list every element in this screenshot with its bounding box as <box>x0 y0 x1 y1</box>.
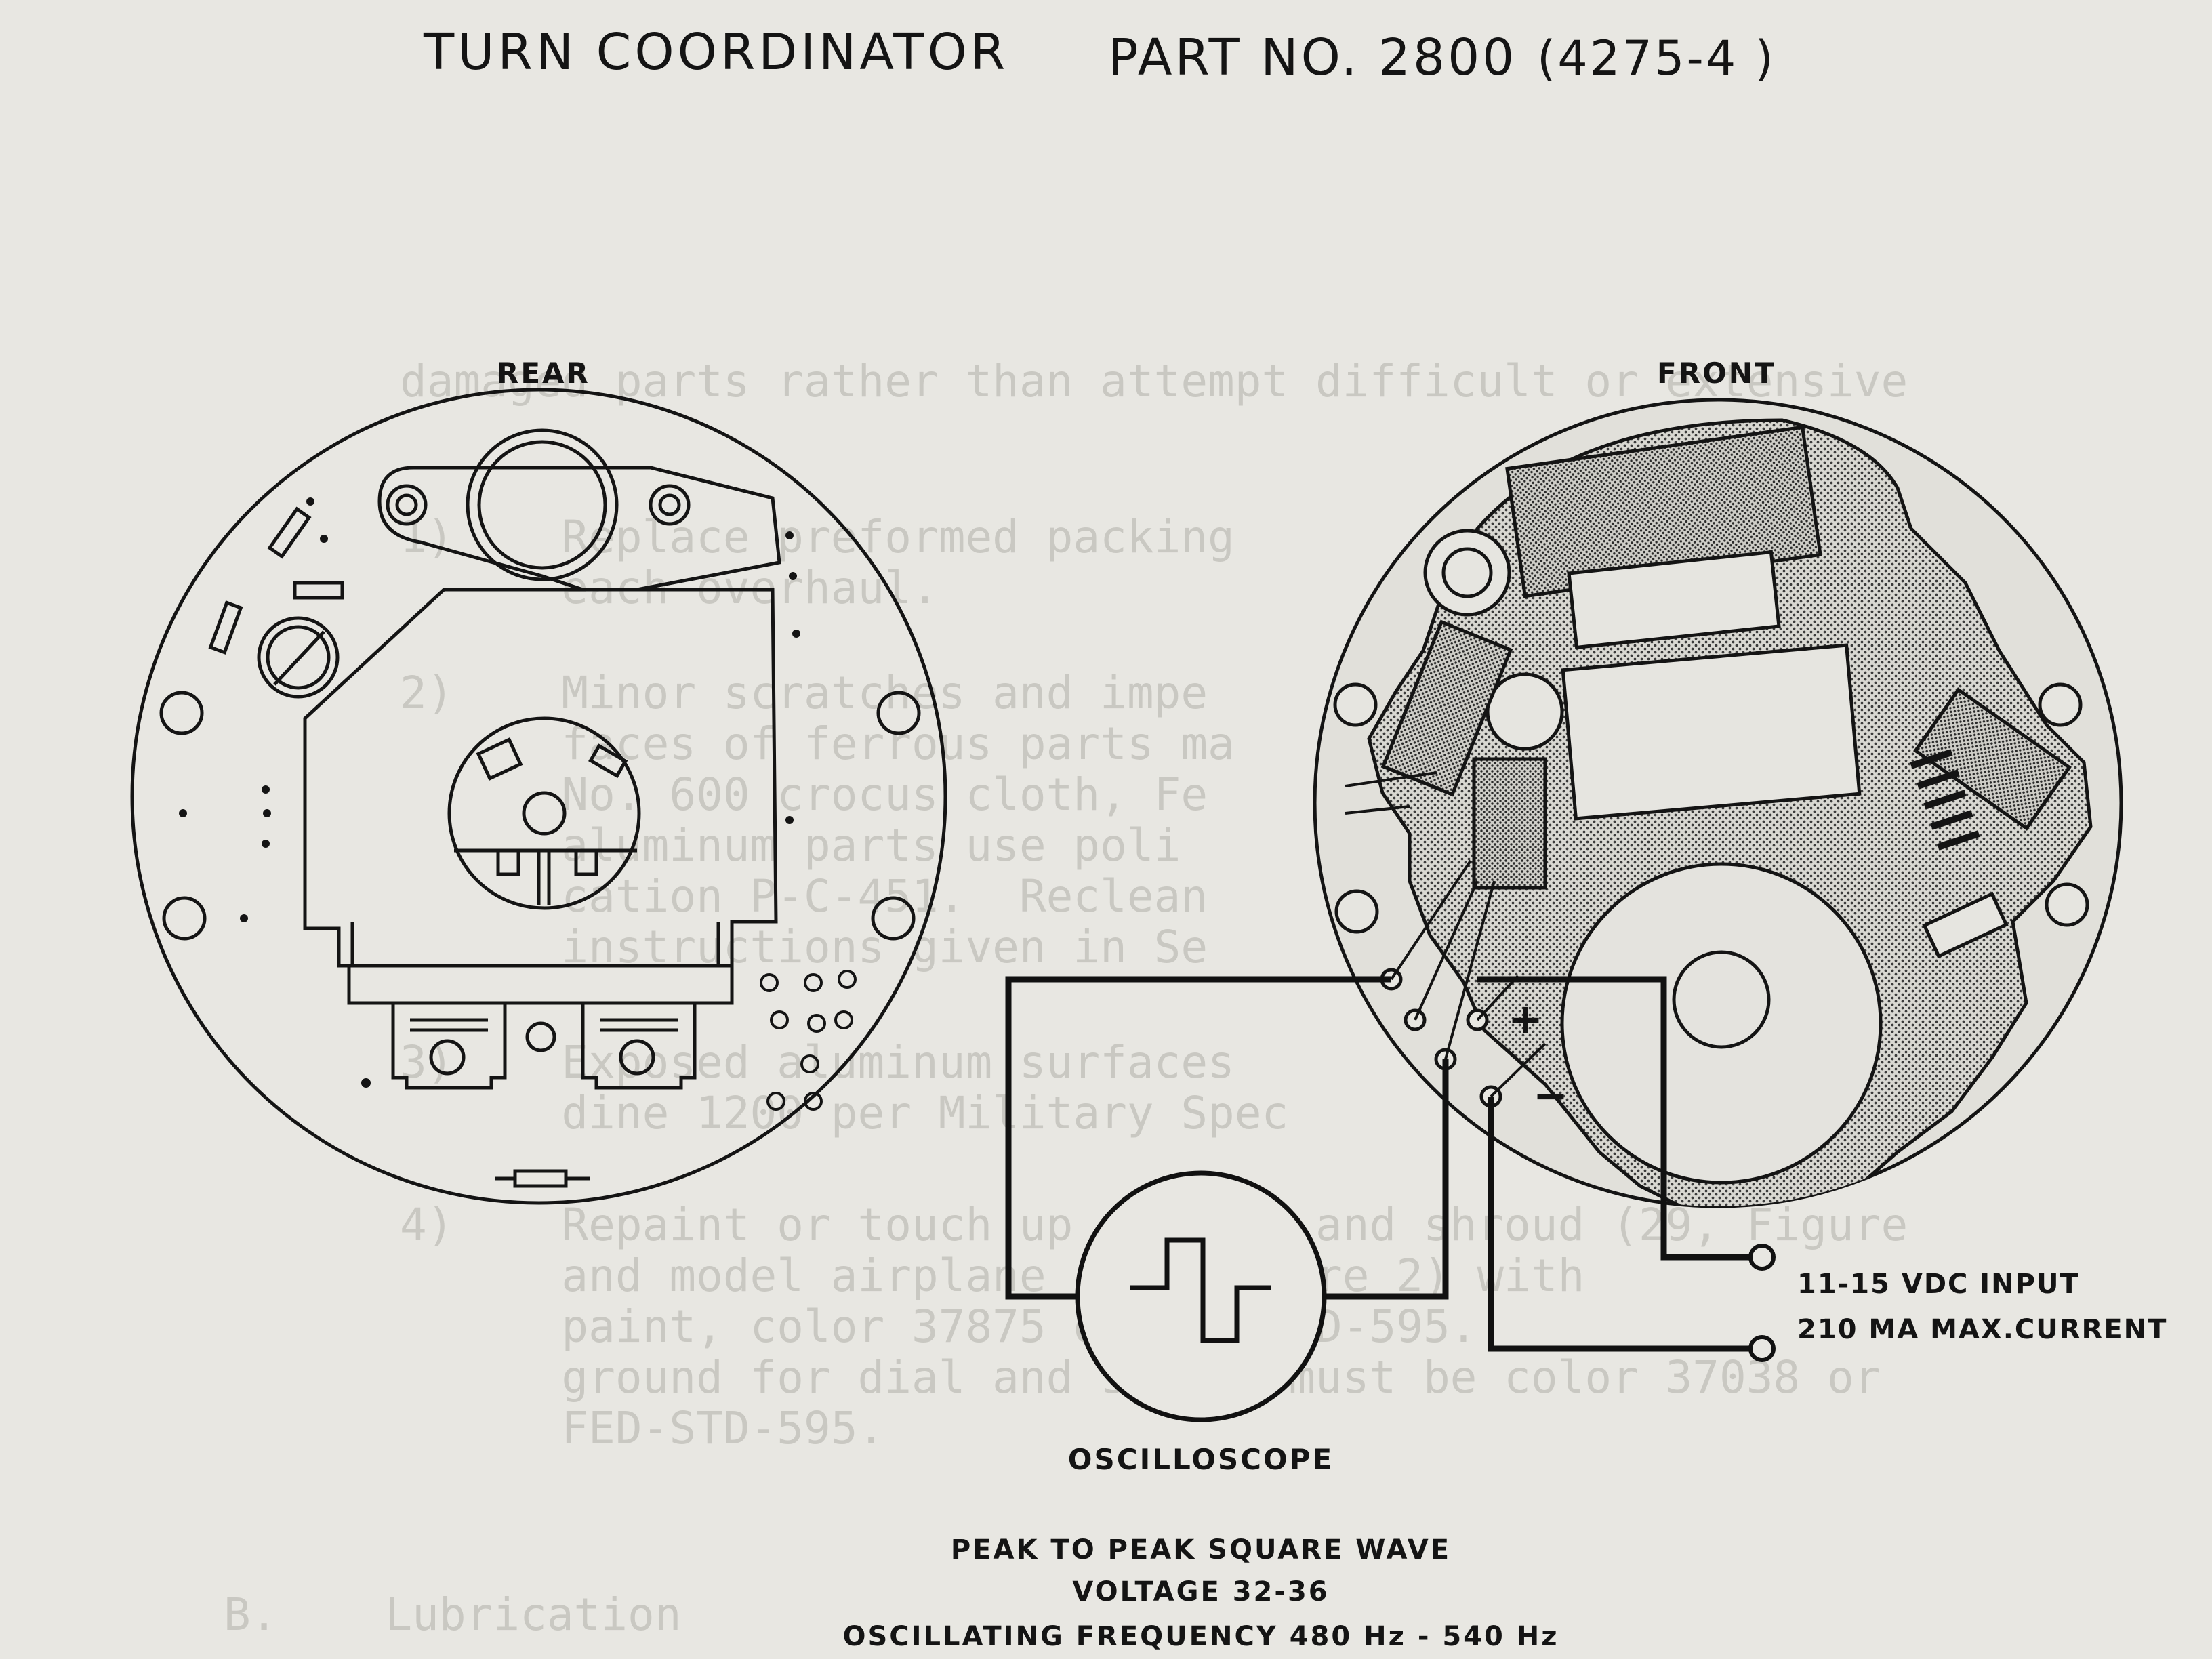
scope-wire-right <box>1325 1059 1449 1300</box>
spec-frequency: OSCILLATING FREQUENCY 480 Hz - 540 Hz <box>842 1621 1559 1652</box>
gimbal-slots <box>454 848 637 905</box>
square-wave-icon <box>1130 1237 1271 1343</box>
connector-pin <box>619 1039 655 1076</box>
gear-hub <box>1441 547 1493 598</box>
spec-voltage: VOLTAGE 32-36 <box>1072 1576 1329 1607</box>
front-small-part <box>1922 891 2009 959</box>
adjust-screw-slot <box>273 630 325 686</box>
front-view-label: FRONT <box>1657 356 1776 390</box>
gimbal-component <box>588 743 628 779</box>
rear-view-label: REAR <box>497 356 590 390</box>
mount-hole <box>876 691 921 735</box>
small-dots <box>179 497 800 1088</box>
center-pin <box>525 1021 556 1052</box>
spec-square-wave: PEAK TO PEAK SQUARE WAVE <box>951 1534 1451 1565</box>
front-capacitor <box>1472 757 1547 890</box>
gyro-housing-inner <box>477 440 607 570</box>
front-spring-housing <box>1913 687 2072 831</box>
polarity-plus: + <box>1508 994 1543 1044</box>
bleed-line: B. Lubrication <box>224 1589 682 1641</box>
connector-block-left <box>391 1003 507 1090</box>
bleed-line: faces of ferrous parts ma <box>400 718 1235 770</box>
plate-screw <box>649 484 691 526</box>
diagram-title: TURN COORDINATOR <box>423 23 1008 81</box>
gyro-housing-circle <box>466 428 619 581</box>
pcb-holes <box>760 970 857 1111</box>
front-lead <box>1345 771 1437 815</box>
terminal-leads <box>1390 859 1547 1098</box>
vdc-terminal-positive <box>1748 1244 1776 1271</box>
vdc-terminal-negative <box>1748 1335 1776 1362</box>
part-number: PART NO. 2800 <box>1108 28 1517 87</box>
front-mount-holes <box>1333 682 2089 934</box>
mount-hole <box>162 896 207 941</box>
adjust-screw <box>257 616 340 699</box>
connector-block-right <box>581 1003 697 1090</box>
vdc-wire-negative <box>1488 1097 1761 1352</box>
resistor <box>208 600 243 655</box>
front-boss <box>1486 672 1564 751</box>
gyro-rotor-hub <box>1672 950 1771 1049</box>
connector-lines <box>410 1018 488 1032</box>
adjust-screw-inner <box>266 625 331 690</box>
max-current-label: 210 MA MAX.CURRENT <box>1797 1314 2167 1345</box>
vdc-input-label: 11-15 VDC INPUT <box>1797 1269 2080 1300</box>
front-component-label <box>1567 550 1781 650</box>
gear-icon <box>1423 529 1511 617</box>
vdc-wire-positive <box>1477 976 1761 1261</box>
front-mechanism <box>1367 418 2093 1206</box>
part-number-suffix: (4275-4 ) <box>1537 30 1776 86</box>
plate-screw-inner <box>395 493 418 516</box>
plate-screw-inner <box>658 493 681 516</box>
plate-screw <box>386 484 428 526</box>
connector-lines <box>600 1018 678 1032</box>
connector-pin <box>429 1039 466 1076</box>
polarity-minus: − <box>1533 1071 1568 1120</box>
resistor <box>293 581 344 600</box>
gimbal-disc <box>447 716 641 910</box>
front-component-board <box>1561 643 1862 821</box>
front-spring <box>1910 749 1980 851</box>
wiring <box>1005 976 1761 1352</box>
bleed-line: and model airplane (19, Figure 2) with <box>400 1250 1584 1302</box>
rear-view <box>130 388 947 1205</box>
gimbal-component <box>476 737 523 781</box>
gimbal-center <box>522 791 567 836</box>
bleed-line: damaged parts rather than attempt diffic… <box>400 355 1908 407</box>
mount-hole <box>159 691 204 735</box>
main-frame <box>303 588 778 968</box>
rear-housing-outline <box>130 388 947 1205</box>
frame-lower-edge <box>347 966 734 1005</box>
bleed-line: FED-STD-595. <box>400 1402 884 1454</box>
resistor <box>513 1169 568 1188</box>
front-bracket <box>1380 619 1513 797</box>
mount-hole <box>871 896 916 941</box>
oscilloscope-label: OSCILLOSCOPE <box>1068 1443 1334 1476</box>
frame-tabs <box>350 922 720 966</box>
resistor <box>267 506 312 559</box>
front-view <box>1313 398 2123 1208</box>
scope-wire-left <box>1005 976 1391 1300</box>
